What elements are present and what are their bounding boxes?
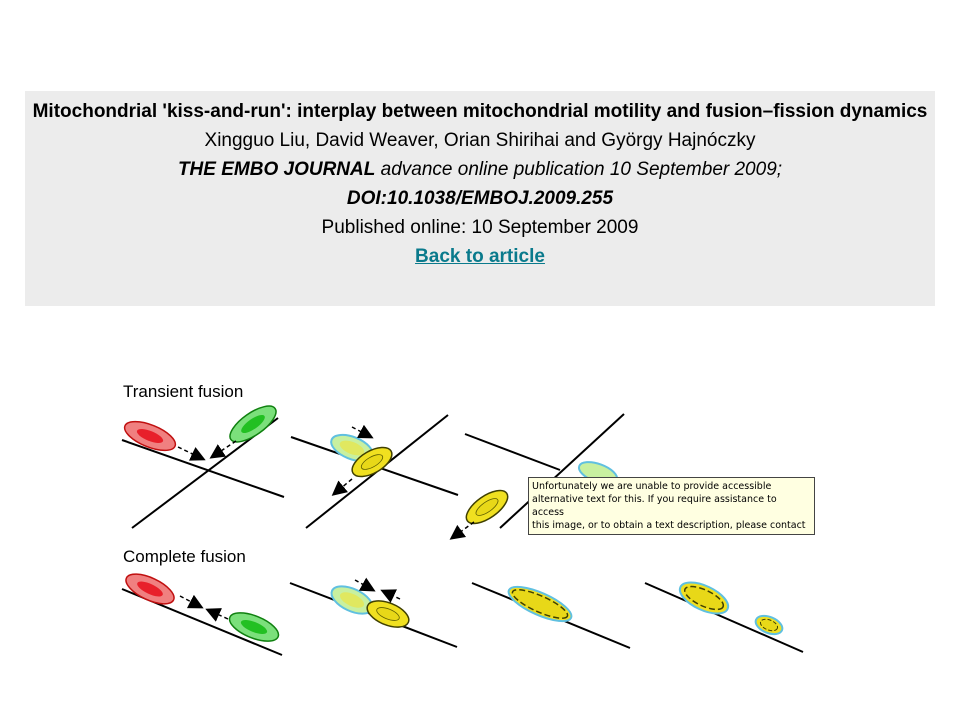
alt-text-tooltip: Unfortunately we are unable to provide a…: [528, 477, 815, 535]
article-doi: DOI:10.1038/EMBOJ.2009.255: [346, 188, 614, 209]
citation-header: Mitochondrial 'kiss-and-run': interplay …: [25, 91, 935, 306]
journal-publication-info: advance online publication 10 September …: [375, 159, 783, 180]
label-transient-fusion: Transient fusion: [123, 382, 244, 401]
transient-panel-1: [121, 405, 285, 529]
complete-panel-1: [121, 573, 283, 656]
transient-panel-2: [290, 414, 459, 529]
back-to-article-link[interactable]: Back to article: [415, 246, 545, 267]
published-date: Published online: 10 September 2009: [321, 217, 639, 238]
journal-name: THE EMBO JOURNAL: [177, 159, 376, 180]
journal-line: THE EMBO JOURNAL advance online publicat…: [25, 155, 935, 184]
article-authors: Xingguo Liu, David Weaver, Orian Shiriha…: [204, 130, 756, 151]
article-title: Mitochondrial 'kiss-and-run': interplay …: [32, 101, 928, 122]
label-complete-fusion: Complete fusion: [123, 547, 246, 566]
complete-panel-2: [289, 577, 458, 648]
complete-panel-3: [471, 582, 631, 649]
complete-panel-4: [644, 581, 804, 653]
